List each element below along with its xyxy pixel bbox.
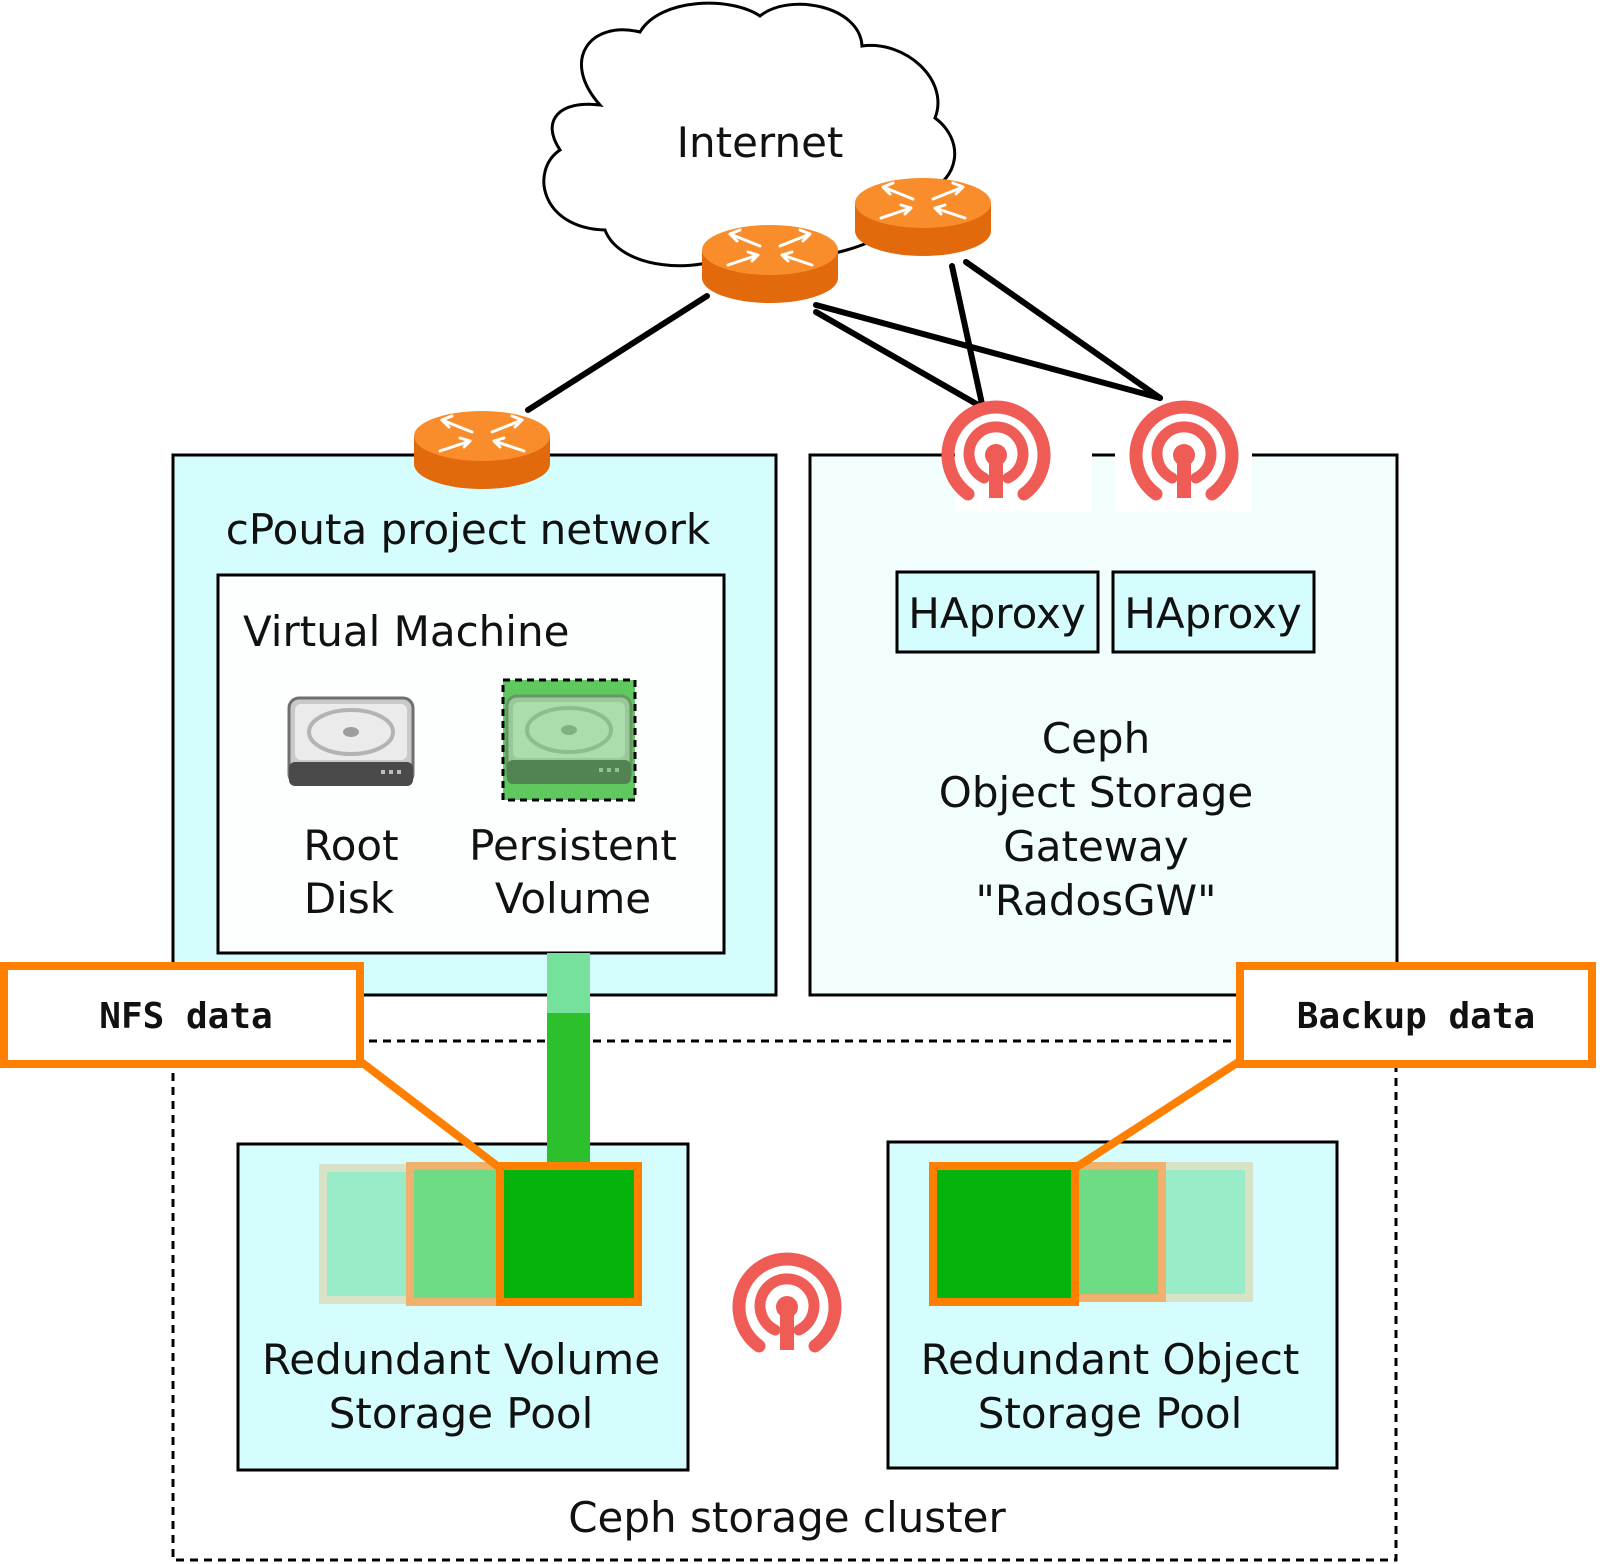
radosgw-label-line2: Object Storage <box>939 768 1253 817</box>
object-pool-label-line2: Storage Pool <box>978 1389 1243 1438</box>
network-links <box>525 259 1163 413</box>
root-disk-label-line2: Disk <box>304 874 395 923</box>
cluster-label: Ceph storage cluster <box>568 1493 1006 1542</box>
router-icon <box>700 223 840 305</box>
radosgw-panel: HAproxy HAproxy Ceph Object Storage Gate… <box>808 440 1399 997</box>
ceph-logo-icon <box>739 1259 835 1350</box>
active-volume-block <box>496 1162 642 1306</box>
internet-label: Internet <box>677 118 844 167</box>
persistent-volume-disk-icon <box>505 694 633 786</box>
nfs-data-callout: NFS data <box>0 962 503 1172</box>
internet-cloud: Internet <box>542 1 957 268</box>
object-storage-pool: Redundant Object Storage Pool <box>886 1140 1339 1470</box>
nfs-data-label: NFS data <box>99 996 272 1037</box>
backup-data-callout: Backup data <box>1072 962 1596 1172</box>
object-pool-label-line1: Redundant Object <box>921 1335 1300 1384</box>
backup-data-label: Backup data <box>1297 996 1535 1037</box>
router-icon <box>412 409 552 491</box>
ceph-storage-cluster: Ceph storage cluster <box>171 1039 1398 1562</box>
root-disk-label-line1: Root <box>303 821 398 870</box>
hard-disk-icon <box>287 696 415 788</box>
router-icon <box>853 176 993 258</box>
persistent-volume-label-line2: Volume <box>495 874 651 923</box>
radosgw-label-line3: Gateway <box>1003 822 1189 871</box>
haproxy-label: HAproxy <box>1124 589 1301 638</box>
virtual-machine-label: Virtual Machine <box>243 607 569 656</box>
virtual-machine: Virtual Machine Root Disk Persistent Vol… <box>216 573 726 955</box>
persistent-volume-label-line1: Persistent <box>469 821 677 870</box>
radosgw-label-line1: Ceph <box>1042 714 1150 763</box>
volume-pool-label-line1: Redundant Volume <box>262 1335 660 1384</box>
radosgw-label-line4: "RadosGW" <box>976 876 1217 925</box>
haproxy-label: HAproxy <box>908 589 1085 638</box>
project-network-label: cPouta project network <box>226 505 711 554</box>
volume-pool-label-line2: Storage Pool <box>329 1389 594 1438</box>
